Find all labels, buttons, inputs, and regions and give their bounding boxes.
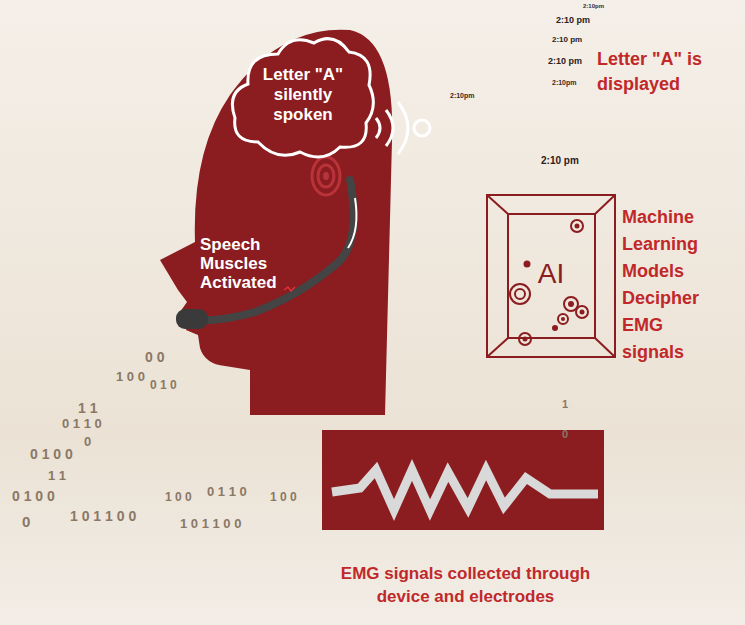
binary-digits: 1 0 0 xyxy=(270,490,297,504)
emg-caption: EMG signals collected through device and… xyxy=(318,562,613,608)
sound-wave xyxy=(386,110,393,146)
data-dot xyxy=(571,220,583,232)
binary-digits: 0 xyxy=(84,434,91,449)
cube-edge xyxy=(487,195,508,214)
binary-digits: 1 1 xyxy=(78,400,97,416)
emg-device: EMG signals collected through device and… xyxy=(318,428,613,618)
data-dot xyxy=(510,284,530,304)
binary-digits: 1 0 1 1 0 0 xyxy=(180,516,241,531)
data-dot xyxy=(580,310,585,315)
timestamp: 2:10 pm xyxy=(556,15,590,25)
binary-digits: 0 1 0 0 xyxy=(30,446,73,462)
sound-wave xyxy=(414,120,430,136)
data-dot xyxy=(568,301,574,307)
cube-edge xyxy=(595,338,615,357)
binary-digits: 0 1 0 xyxy=(150,378,177,392)
headset-wire xyxy=(348,198,356,248)
cube-outer xyxy=(487,195,615,357)
display-label: Letter "A" is displayed xyxy=(597,47,727,97)
binary-digits: 0 0 xyxy=(145,349,164,365)
ear-ring xyxy=(312,157,340,195)
muscle-label: Speech Muscles Activated xyxy=(200,235,315,292)
data-dot xyxy=(575,224,580,229)
headset-band xyxy=(194,180,354,320)
data-dot xyxy=(515,289,525,299)
ai-label: AI xyxy=(505,258,597,290)
binary-digits: 0 1 0 0 xyxy=(12,488,55,504)
binary-digits: 0 1 1 0 xyxy=(207,484,247,499)
ai-model: AI Machine Learning Models Decipher EMG s… xyxy=(485,192,735,377)
binary-digits: 1 0 0 xyxy=(165,490,192,504)
ear-ring xyxy=(318,165,334,187)
binary-digits: 1 xyxy=(562,398,568,410)
head-outline xyxy=(160,30,392,415)
binary-digits: 0 1 1 0 xyxy=(62,416,102,431)
data-dot xyxy=(561,317,565,321)
binary-digits: 1 0 1 1 0 0 xyxy=(70,508,136,524)
data-dot xyxy=(524,261,531,268)
data-dot xyxy=(552,325,558,331)
head-silhouette: Speech Muscles Activated Letter "A" silen… xyxy=(150,20,400,415)
binary-digits: 1 0 0 xyxy=(116,369,145,384)
ear-ring xyxy=(323,172,329,180)
data-dot xyxy=(558,314,568,324)
timestamp: 2:10pm xyxy=(583,3,604,9)
data-dot xyxy=(519,333,531,345)
binary-digits: 1 1 xyxy=(48,468,66,483)
timestamp: 2:10pm xyxy=(552,79,577,86)
cube-edge xyxy=(487,338,508,357)
timestamp: 2:10 pm xyxy=(552,35,582,44)
emg-waveform xyxy=(332,470,598,510)
thought-cloud: Letter "A" silently spoken xyxy=(228,30,378,165)
ml-caption: Machine Learning Models Decipher EMG sig… xyxy=(622,204,717,366)
timestamp: 2:10pm xyxy=(450,92,475,99)
data-dot xyxy=(576,306,588,318)
muscle-spark xyxy=(284,287,295,291)
ai-cube xyxy=(485,192,735,377)
timestamp: 2:10 pm xyxy=(548,56,582,66)
binary-digits: 0 xyxy=(562,428,568,440)
cube-edge xyxy=(595,195,615,214)
timestamp: 2:10 pm xyxy=(541,155,579,166)
cloud-outline xyxy=(232,39,373,157)
data-dot xyxy=(523,337,528,342)
binary-digits: 0 xyxy=(22,513,30,530)
thought-text: Letter "A" silently spoken xyxy=(248,65,358,125)
sound-wave xyxy=(376,118,380,138)
mic-pad xyxy=(176,309,208,329)
emg-box xyxy=(322,430,604,530)
sound-wave xyxy=(398,102,408,154)
